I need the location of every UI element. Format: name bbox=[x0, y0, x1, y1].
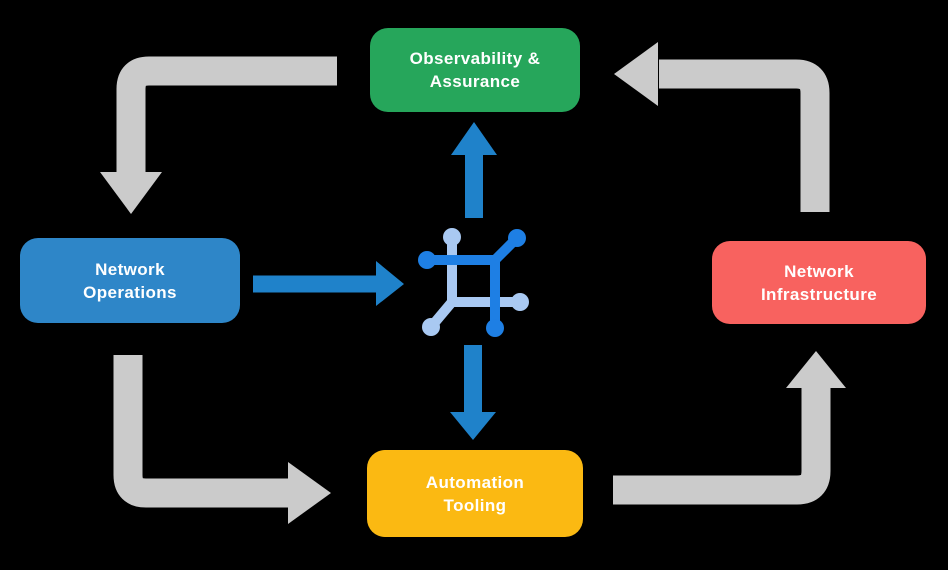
node-observability-assurance: Observability & Assurance bbox=[370, 28, 580, 112]
node-network-infrastructure: Network Infrastructure bbox=[712, 241, 926, 324]
node-label-line: Observability & bbox=[409, 49, 541, 68]
node-dot bbox=[508, 229, 526, 247]
node-dot bbox=[486, 319, 504, 337]
cycle-arrow-observability-to-operations bbox=[100, 56, 337, 214]
arrow-elbow bbox=[116, 56, 337, 174]
arrowhead-left-icon bbox=[614, 42, 658, 106]
node-dot bbox=[443, 228, 461, 246]
node-label-line: Infrastructure bbox=[760, 284, 878, 304]
arrowhead-down-icon bbox=[450, 412, 496, 440]
arrowhead-right-icon bbox=[288, 462, 331, 524]
netbox-network-icon bbox=[418, 228, 529, 337]
node-label-line: Operations bbox=[83, 282, 177, 302]
node-dot bbox=[418, 251, 436, 269]
hub-arrow-center-to-automation bbox=[450, 345, 496, 440]
hub-arrow-operations-to-center bbox=[253, 261, 404, 306]
arrowhead-up-icon bbox=[451, 122, 497, 155]
arrowhead-down-icon bbox=[100, 172, 162, 214]
node-network-operations: Network Operations bbox=[20, 238, 240, 323]
node-label-line: Tooling bbox=[443, 495, 507, 515]
node-automation-tooling: Automation Tooling bbox=[367, 450, 583, 537]
node-label-line: Automation bbox=[425, 472, 525, 492]
node-dot bbox=[511, 293, 529, 311]
node-label-line: Network bbox=[784, 261, 854, 281]
arrow-elbow bbox=[613, 388, 831, 505]
node-label-line: Network bbox=[95, 259, 165, 279]
node-dot bbox=[422, 318, 440, 336]
icon-dark-strand bbox=[418, 229, 526, 337]
node-label-line: Assurance bbox=[429, 72, 521, 91]
cycle-arrow-automation-to-infrastructure bbox=[613, 351, 846, 505]
arrowhead-right-icon bbox=[376, 261, 404, 306]
hub-arrow-center-to-observability bbox=[451, 122, 497, 218]
cycle-arrow-infrastructure-to-observability bbox=[614, 42, 830, 212]
arrow-elbow bbox=[659, 59, 830, 212]
arrow-elbow bbox=[113, 355, 290, 508]
cycle-arrow-operations-to-automation bbox=[113, 355, 331, 524]
arrowhead-up-icon bbox=[786, 351, 846, 388]
